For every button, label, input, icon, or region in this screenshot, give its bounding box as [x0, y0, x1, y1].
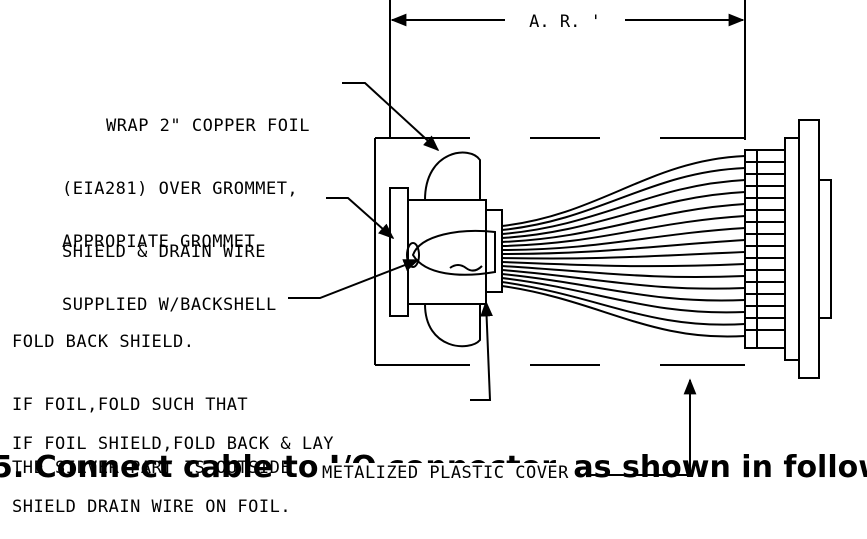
connector-flange [798, 119, 820, 379]
callout-line: THE SILVER PART IS OUTSIDE [12, 458, 292, 478]
callout-line: FOLD BACK SHIELD. [12, 332, 195, 352]
callout-wrap-foil: WRAP 2" COPPER FOIL (EIA281) OVER GROMME… [62, 74, 310, 284]
leader-cover [590, 378, 697, 476]
callout-line: IF FOIL,FOLD SUCH THAT [12, 395, 249, 415]
assembly-diagram: A. R. ' WRAP 2" COPPER FOIL (EIA281) OVE… [0, 0, 867, 517]
callout-line: SHIELD DRAIN WIRE ON FOIL. [12, 497, 292, 517]
leader-wrap-foil [342, 82, 440, 152]
dimension-label: A. R. ' [529, 12, 601, 32]
callout-line: SUPPLIED W/BACKSHELL [62, 295, 277, 315]
callout-line: (EIA281) OVER GROMMET, [62, 179, 299, 199]
cable-jacket [411, 229, 496, 276]
copper-foil-wrap [424, 151, 481, 201]
leader-grommet [326, 197, 395, 240]
leader-foil-shield [470, 300, 493, 401]
leader-fold-shield [288, 259, 420, 299]
callout-line: APPROPIATE GROMMET [62, 232, 256, 252]
callout-line: WRAP 2" COPPER FOIL [106, 116, 310, 136]
connector-housing [784, 137, 800, 361]
callout-line: SHIELD & DRAIN WIRE [62, 242, 266, 262]
callout-fold-shield: FOLD BACK SHIELD. IF FOIL,FOLD SUCH THAT… [12, 290, 291, 500]
callout-cover: METALIZED PLASTIC COVER [318, 463, 573, 484]
drain-wire [449, 264, 483, 272]
callout-line: IF FOIL SHIELD,FOLD BACK & LAY [12, 434, 335, 454]
grommet-plate [389, 187, 409, 317]
connector-shell [818, 179, 832, 319]
callout-grommet: APPROPIATE GROMMET SUPPLIED W/BACKSHELL [62, 190, 277, 337]
diagram-drawing: A. R. ' [288, 0, 832, 476]
